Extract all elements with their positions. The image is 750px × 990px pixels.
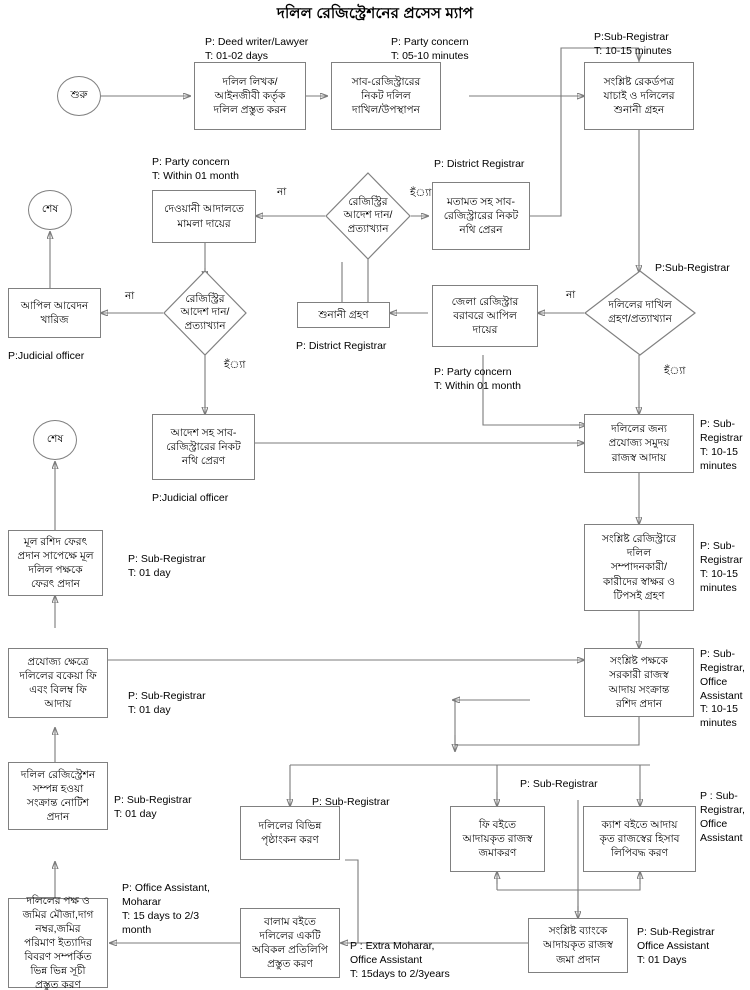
node-file-appeal-dr: জেলা রেজিস্ট্রার বরাবরে আপিল দায়ের — [432, 285, 538, 347]
edge-label-no-1: না — [277, 186, 287, 198]
annotation-submit-deed: P: Party concern T: 05-10 minutes — [391, 36, 469, 62]
annotation-prepare-indexes: P: Office Assistant, Moharar T: 15 days … — [122, 882, 210, 936]
node-submit-deed: সাব-রেজিস্ট্রারের নিকট দলিল দাখিল/উপস্থা… — [331, 62, 441, 130]
node-send-file-with-order: আদেশ সহ সাব- রেজিস্ট্রারের নিকট নথি প্রে… — [152, 414, 255, 480]
decision-label: রেজিস্ট্রির আদেশ দান/ প্রত্যাখ্যান — [343, 195, 393, 235]
node-verify-records: সংশ্লিষ্ট রেকর্ডপত্র যাচাই ও দলিলের শুনা… — [584, 62, 694, 130]
annotation-signature-thumbprint: P: Sub- Registrar T: 10-15 minutes — [700, 540, 743, 594]
page-title: দলিল রেজিস্ট্রেশনের প্রসেস ম্যাপ — [276, 5, 474, 22]
node-cash-book-entry: ক্যাশ বইতে আদায় কৃত রাজস্বের হিসাব লিপি… — [583, 806, 696, 872]
terminator-start: শুরু — [57, 76, 101, 116]
node-return-original-deed: মূল রশিদ ফেরৎ প্রদান সাপেক্ষে মূল দলিল প… — [8, 530, 103, 596]
node-hearing: শুনানী গ্রহণ — [297, 302, 390, 328]
annotation-return-original-deed: P: Sub-Registrar T: 01 day — [128, 553, 206, 579]
annotation-fee-book: P: Sub-Registrar — [520, 778, 598, 790]
annotation-hearing: P: District Registrar — [296, 340, 387, 352]
node-signature-thumbprint: সংশ্লিষ্ট রেজিস্ট্রারে দলিল সম্পাদনকারী/… — [584, 524, 694, 611]
annotation-due-delay-fee: P: Sub-Registrar T: 01 day — [128, 690, 206, 716]
node-due-and-delay-fee: প্রযোজ্য ক্ষেত্রে দলিলের বকেয়া ফি এবং ব… — [8, 648, 108, 718]
annotation-issue-receipt: P: Sub- Registrar, Office Assistant T: 1… — [700, 648, 745, 730]
node-balam-book-copy: বালাম বইতে দলিলের একটি অবিকল প্রতিলিপি প… — [240, 908, 340, 978]
annotation-balam-book: P : Extra Moharar, Office Assistant T: 1… — [350, 940, 450, 980]
annotation-cash-book: P : Sub- Registrar, Office Assistant — [700, 790, 745, 844]
node-prepare-indexes: দলিলের পক্ষ ও জমির মৌজা,দাগ নম্বর,জমির প… — [8, 895, 108, 990]
annotation-send-file-order: P:Judicial officer — [152, 492, 229, 504]
node-collect-revenue: দলিলের জন্য প্রযোজ্য সমুদয় রাজস্ব আদায় — [584, 414, 694, 473]
node-endorse-pages: দলিলের বিভিন্ন পৃষ্ঠাংকন করণ — [240, 806, 340, 860]
decision-label: দলিলের দাখিল গ্রহণ/প্রত্যাখ্যান — [608, 299, 672, 325]
node-issue-revenue-receipt: সংশ্লিষ্ট পক্ষকে সরকারী রাজস্ব আদায় সংক… — [584, 648, 694, 717]
annotation-registration-notice: P: Sub-Registrar T: 01 day — [114, 794, 192, 820]
annotation-bank-deposit: P: Sub-Registrar Office Assistant T: 01 … — [637, 926, 715, 966]
decision-accept-reject-submission: দলিলের দাখিল গ্রহণ/প্রত্যাখ্যান — [584, 270, 696, 356]
terminator-end-top: শেষ — [28, 190, 72, 230]
decision-label: রেজিস্ট্রির আদেশ দান/ প্রত্যাখ্যান — [180, 292, 230, 332]
diamond-shape-icon — [325, 172, 411, 260]
terminator-end-left: শেষ — [33, 420, 77, 460]
annotation-appeal-rejected: P:Judicial officer — [8, 350, 85, 362]
annotation-endorse-pages: P: Sub-Registrar — [312, 796, 390, 808]
annotation-collect-revenue: P: Sub- Registrar T: 10-15 minutes — [700, 418, 743, 472]
node-registration-complete-notice: দলিল রেজিস্ট্রেশন সম্পন্ন হওয়া সংক্রান্… — [8, 762, 108, 830]
diamond-shape-icon — [584, 270, 696, 356]
diamond-shape-icon — [163, 270, 247, 356]
edge-label-yes-2: হঁ্যা — [224, 359, 246, 371]
annotation-decision-submission: P:Sub-Registrar — [655, 262, 730, 274]
node-send-file-with-opinion: মতামত সহ সাব- রেজিস্ট্রারের নিকট নথি প্র… — [432, 182, 530, 250]
node-civil-court-case: দেওয়ানী আদালতে মামলা দায়ের — [152, 190, 256, 243]
node-prepare-deed: দলিল লিখক/ আইনজীবী কর্তৃক দলিল প্রস্তুত … — [194, 62, 306, 130]
annotation-send-file-opinion: P: District Registrar — [434, 158, 525, 170]
node-bank-deposit: সংশ্লিষ্ট ব্যাংকে আদায়কৃত রাজস্ব জমা প্… — [528, 918, 628, 973]
edge-label-yes-3: হঁ্যা — [664, 365, 686, 377]
annotation-prepare-deed: P: Deed writer/Lawyer T: 01-02 days — [205, 36, 309, 62]
node-appeal-rejected: আপিল আবেদন খারিজ — [8, 288, 101, 338]
edge-label-no-2: না — [125, 290, 135, 302]
edge-label-yes-1: হঁ্যা — [410, 187, 432, 199]
annotation-verify-records: P:Sub-Registrar T: 10-15 minutes — [594, 31, 672, 57]
annotation-civil-court-case: P: Party concern T: Within 01 month — [152, 156, 239, 182]
annotation-file-appeal-dr: P: Party concern T: Within 01 month — [434, 366, 521, 392]
edge-label-no-3: না — [566, 289, 576, 301]
node-fee-book-entry: ফি বইতে আদায়কৃত রাজস্ব জমাকরণ — [450, 806, 545, 872]
decision-registry-order-2: রেজিস্ট্রির আদেশ দান/ প্রত্যাখ্যান — [163, 270, 247, 356]
decision-registry-order-1: রেজিস্ট্রির আদেশ দান/ প্রত্যাখ্যান — [325, 172, 411, 260]
